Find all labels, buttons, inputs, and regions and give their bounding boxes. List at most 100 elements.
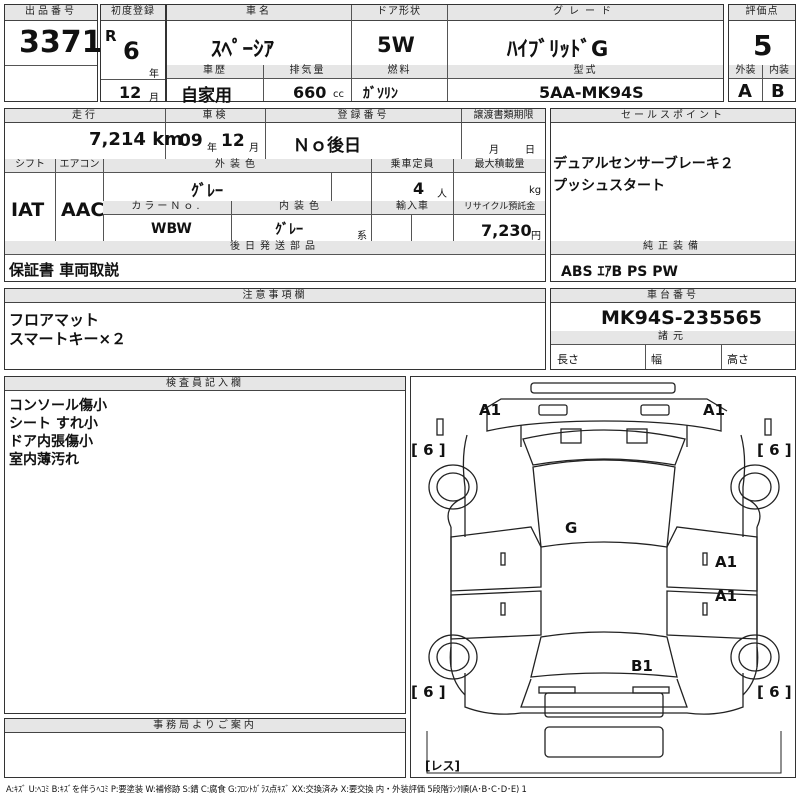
vehicle-top-box: 車名 ドア形状 グレード ｽﾍﾟｰｼｱ 5W ﾊｲﾌﾞﾘｯﾄﾞG 車歴 排気量 …: [166, 4, 724, 106]
chassis-box: 車台番号 MK94S-235565 諸元 長さ 幅 高さ: [550, 288, 796, 370]
grade-value: ﾊｲﾌﾞﾘｯﾄﾞG: [507, 37, 609, 61]
car-name-value: ｽﾍﾟｰｼｱ: [211, 37, 274, 61]
shift-value: IAT: [11, 199, 45, 221]
score-ext-label: 外装: [729, 65, 762, 79]
score-int-label: 内装: [762, 65, 795, 79]
dims-length: 長さ: [557, 353, 579, 366]
first-reg-month-unit: 月: [149, 93, 159, 104]
inspector-line-1: コンソール傷小: [9, 398, 107, 414]
interior-color-value: ｸﾞﾚｰ: [275, 222, 303, 238]
inspector-line-4: 室内薄汚れ: [9, 452, 79, 468]
mark-b1-rear: B1: [631, 657, 653, 675]
score-ext-value: A: [738, 81, 752, 102]
recycle-value: 7,230: [481, 221, 532, 240]
office-label: 事務局よりご案内: [5, 719, 405, 733]
history-value: 自家用: [181, 86, 232, 106]
fuel-value: ｶﾞｿﾘﾝ: [363, 86, 398, 102]
tire-rr: [ 6 ]: [757, 683, 792, 701]
tire-rl-value: 6: [423, 683, 434, 701]
score-int-value: B: [771, 81, 785, 102]
mileage-label: 走行: [5, 109, 165, 123]
mark-a1-right-1: A1: [715, 553, 738, 571]
chassis-label: 車台番号: [551, 289, 795, 303]
registration-value: Ｎｏ後日: [293, 136, 361, 156]
max-load-label: 最大積載量: [453, 159, 545, 173]
sales-point-label: セールスポイント: [551, 109, 795, 123]
displacement-value: 660: [293, 83, 327, 102]
first-reg-box: 初度登録 R 6 年 12 月: [100, 4, 166, 104]
capacity-value: 4: [413, 179, 425, 198]
inspection-month: 12: [221, 131, 245, 151]
legend: A:ｷｽﾞ U:ﾍｺﾐ B:ｷｽﾞを伴うﾍｺﾐ P:要塗装 W:補修跡 S:錆 …: [6, 784, 527, 794]
tire-fr-value: 6: [769, 441, 780, 459]
lot-label: 出品番号: [5, 5, 97, 21]
interior-color-label: 内装色: [231, 201, 371, 215]
first-reg-label: 初度登録: [101, 5, 165, 21]
damage-diagram: A1 A1 G A1 A1 B1 [ 6 ] [ 6 ] [ 6 ] [ 6 ]…: [410, 376, 796, 778]
mark-a1-front-right: A1: [703, 401, 726, 419]
later-parts-label: 後日発送部品: [5, 241, 545, 255]
notes-line-1: フロアマット: [9, 311, 100, 329]
dims-label: 諸元: [551, 331, 795, 345]
sales-point-line-1: デュアルセンサーブレーキ２: [553, 156, 734, 172]
car-outline-svg: [426, 382, 782, 774]
aircon-value: AAC: [61, 199, 105, 221]
model-label: 型式: [447, 65, 723, 79]
first-reg-era: R: [105, 27, 117, 45]
first-reg-year: 6: [123, 37, 140, 65]
genuine-value: ABS ｴｱB PS PW: [561, 264, 678, 280]
sales-point-box: セールスポイント デュアルセンサーブレーキ２ プッシュスタート 純正装備 ABS…: [550, 108, 796, 282]
inspection-year: 09: [179, 131, 203, 151]
score-box: 評価点 5 外装 内装 A B: [728, 4, 796, 102]
exterior-color-value: ｸﾞﾚｰ: [191, 181, 224, 200]
mark-g-roof: G: [565, 519, 578, 537]
inspection-label: 車検: [165, 109, 265, 123]
fuel-label: 燃料: [351, 65, 447, 79]
exterior-color-label: 外装色: [103, 159, 371, 173]
history-label: 車歴: [167, 65, 263, 79]
tire-rl: [ 6 ]: [411, 683, 446, 701]
inspector-line-3: ドア内張傷小: [9, 434, 93, 450]
aircon-label: エアコン: [55, 159, 103, 173]
spare-tire-value: レス: [430, 759, 455, 773]
tire-fr: [ 6 ]: [757, 441, 792, 459]
notes-label: 注意事項欄: [5, 289, 545, 303]
chassis-value: MK94S-235565: [601, 307, 762, 329]
notes-line-2: スマートキー×２: [9, 330, 127, 348]
score-label: 評価点: [729, 5, 795, 21]
sales-point-line-2: プッシュスタート: [553, 178, 665, 194]
genuine-label: 純正装備: [551, 241, 795, 255]
inspector-label: 検査員記入欄: [5, 377, 405, 391]
color-no-label: カラーＮｏ.: [103, 201, 231, 215]
interior-color-unit: 系: [357, 231, 367, 242]
notes-box: 注意事項欄 フロアマット スマートキー×２: [4, 288, 546, 370]
lot-value: 3371: [19, 25, 103, 60]
office-box: 事務局よりご案内: [4, 718, 406, 778]
lot-box: 出品番号 3371: [4, 4, 103, 102]
transfer-doc-day-unit: 日: [525, 145, 535, 156]
inspector-box: 検査員記入欄 コンソール傷小 シート すれ小 ドア内張傷小 室内薄汚れ: [4, 376, 406, 714]
recycle-unit: 円: [531, 231, 541, 242]
doors-label: ドア形状: [351, 5, 447, 21]
mark-a1-right-2: A1: [715, 587, 738, 605]
color-no-value: WBW: [151, 221, 192, 237]
inspector-line-2: シート すれ小: [9, 416, 98, 432]
max-load-unit: kg: [529, 185, 542, 196]
doors-value: 5W: [377, 33, 415, 57]
displacement-unit: cc: [333, 89, 344, 100]
recycle-label: リサイクル預託金: [453, 201, 545, 215]
spec-box: 走行 車検 登録番号 譲渡書類期限 7,214 km 09 年 12 月 Ｎｏ後…: [4, 108, 546, 282]
inspection-month-unit: 月: [249, 143, 259, 154]
capacity-unit: 人: [437, 189, 447, 200]
model-value: 5AA-MK94S: [539, 83, 644, 102]
dims-height: 高さ: [727, 353, 749, 366]
import-label: 輸入車: [371, 201, 453, 215]
tire-rr-value: 6: [769, 683, 780, 701]
transfer-doc-label: 譲渡書類期限: [461, 109, 545, 123]
spare-tire: [レス]: [425, 759, 460, 773]
capacity-label: 乗車定員: [371, 159, 453, 173]
tire-fl: [ 6 ]: [411, 441, 446, 459]
grade-label: グレード: [447, 5, 723, 21]
tire-fl-value: 6: [423, 441, 434, 459]
transfer-doc-month-unit: 月: [489, 145, 499, 156]
